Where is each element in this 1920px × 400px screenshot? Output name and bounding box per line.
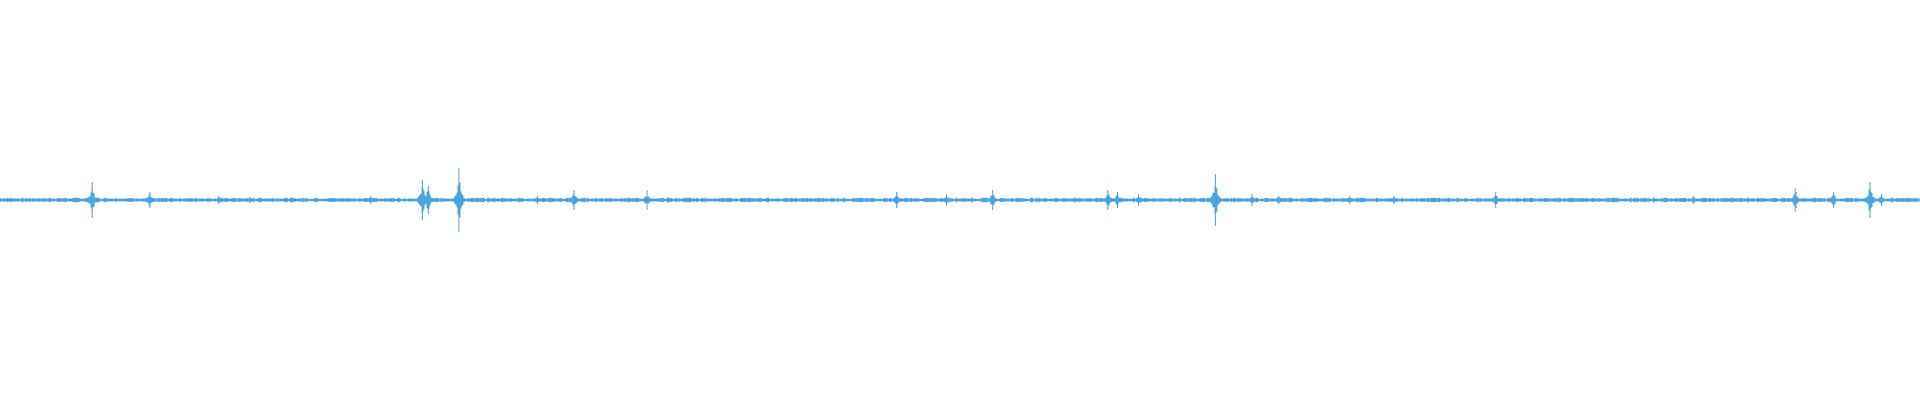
waveform-peaks: [91, 168, 1883, 232]
waveform-signal: [0, 182, 1920, 218]
